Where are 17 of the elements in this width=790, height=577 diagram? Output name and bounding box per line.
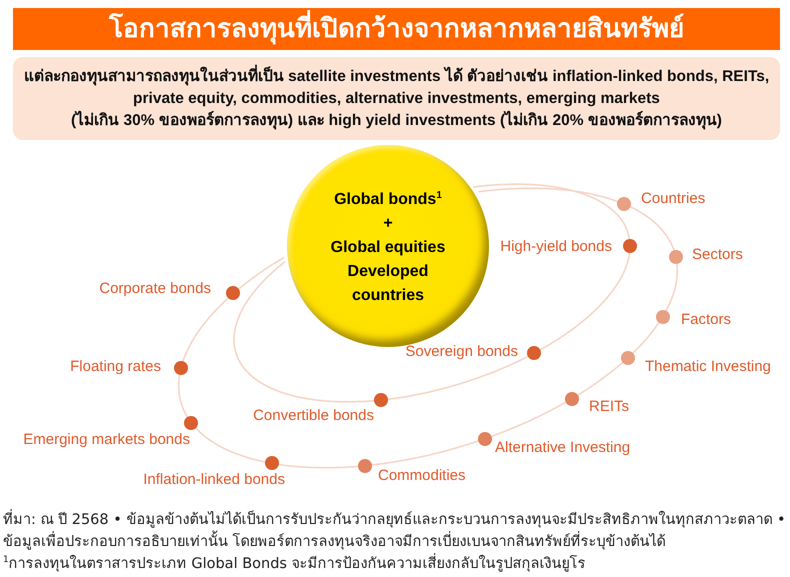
asset-label: Factors [681,311,732,329]
asset-label: Corporate bonds [99,280,211,298]
info-box: แต่ละกองทุนสามารถลงทุนในส่วนที่เป็น satellite investments ได้ ตัวอย่างเช่น inflation-linked bonds, REITs, private equity, commodities, alternative investments, emerging markets (ไม่เกิน 30% ของพอร์ตการลงทุน) และ high yield investments (ไม่เกิน 20% ของพอร์ตการลงทุน) [13,57,780,140]
asset-label: REITs [589,398,630,416]
asset-label: Convertible bonds [253,407,374,425]
asset-label: Countries [641,190,706,208]
asset-label: Floating rates [70,358,161,376]
source-note: ที่มา: ณ ปี 2568 • ข้อมูลข้างต้นไม่ได้เป็นการรับประกันว่ากลยุทธ์และกระบวนการลงทุนจะมีประสิทธิภาพในทุกสภาวะตลาด • ข้อมูลเพื่อประกอบการอธิบายเท่านั้น โดยพอร์ตการลงทุนจริงอาจมีการเบี่ยงเบนจากสินทรัพย์ที่ระบุข้างต้นได้ [3,509,788,553]
asset-label: Commodities [378,467,466,485]
title-banner: โอกาสการลงทุนที่เปิดกว้างจากหลากหลายสินทรัพย์ [13,8,780,50]
asset-label: Alternative Investing [495,439,630,457]
asset-label: Inflation-linked bonds [143,471,285,489]
asset-label: Sectors [692,246,743,264]
footnote: $^{1}$การลงทุนในตราสารประเภท Global Bonds จะมีการป้องกันความเสี่ยงกลับในรูปสกุลเงินยูโร [3,553,587,574]
asset-label: Emerging markets bonds [23,431,190,449]
asset-label: Thematic Investing [645,358,771,376]
asset-label: High-yield bonds [500,238,612,256]
